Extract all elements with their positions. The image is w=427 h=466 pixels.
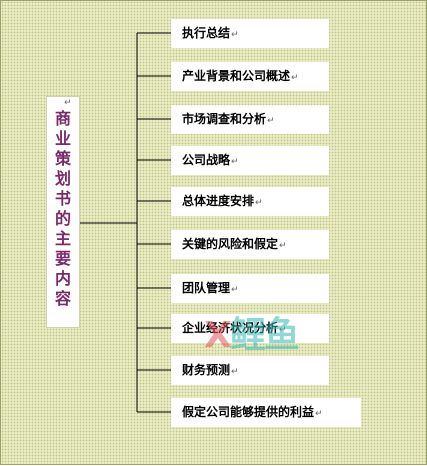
- branch-node-4: 公司战略↵: [171, 146, 329, 175]
- branch-node-1: 执行总结↵: [171, 19, 329, 48]
- branch-node-3: 市场调查和分析↵: [171, 105, 329, 134]
- branch-label-8: 企业经济状况分析: [182, 321, 279, 335]
- branch-label-10: 假定公司能够提供的利益: [182, 405, 315, 419]
- branch-node-5: 总体进度安排↵: [171, 187, 329, 216]
- branch-node-6: 关键的风险和假定↵: [171, 230, 329, 259]
- branch-node-8: 企业经济状况分析↵: [171, 314, 329, 343]
- branch-label-2: 产业背景和公司概述: [182, 69, 291, 83]
- branch-label-7: 团队管理: [182, 281, 231, 295]
- branch-node-9: 财务预测↵: [171, 356, 329, 385]
- branch-node-7: 团队管理↵: [171, 274, 329, 303]
- branch-label-1: 执行总结: [182, 26, 231, 40]
- paragraph-mark: ↵: [64, 98, 72, 108]
- branch-label-3: 市场调查和分析: [182, 112, 267, 126]
- root-node-label: 商业策划书的主要内容: [54, 109, 71, 308]
- branch-label-6: 关键的风险和假定: [182, 237, 279, 251]
- watermark-logo: X鲤鱼: [204, 315, 300, 356]
- branch-label-9: 财务预测: [182, 363, 231, 377]
- branch-label-4: 公司战略: [182, 153, 231, 167]
- branch-node-10: 假定公司能够提供的利益↵: [171, 398, 361, 427]
- root-node: ↵ 商业策划书的主要内容: [46, 96, 80, 328]
- branch-node-2: 产业背景和公司概述↵: [171, 62, 329, 91]
- branch-label-5: 总体进度安排: [182, 194, 255, 208]
